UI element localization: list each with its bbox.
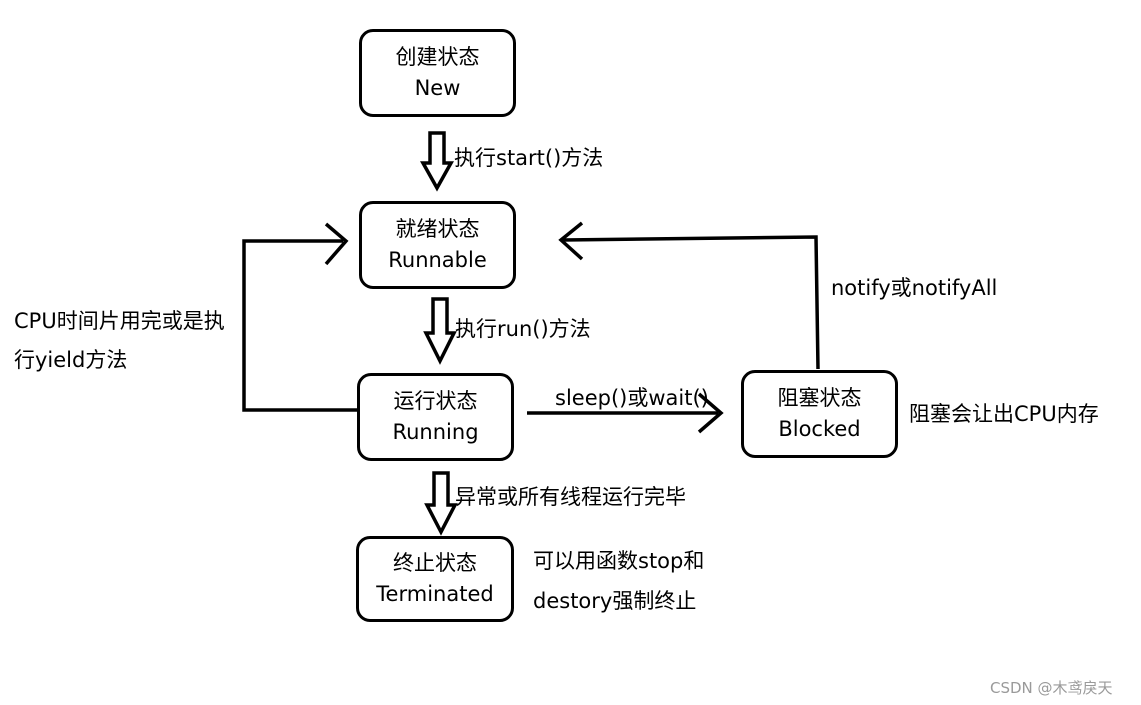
arrow-new-to-runnable	[420, 131, 454, 192]
label-blocked-note: 阻塞会让出CPU内存	[909, 402, 1099, 426]
state-terminated-en: Terminated	[376, 582, 494, 606]
state-runnable-en: Runnable	[388, 248, 487, 272]
state-running-cn: 运行状态	[393, 389, 478, 413]
arrow-runnable-to-running	[423, 297, 457, 365]
label-stop-2: destory强制终止	[533, 589, 697, 613]
state-running: 运行状态 Running	[357, 373, 514, 461]
arrowhead-blocked	[697, 392, 724, 434]
state-runnable-cn: 就绪状态	[395, 217, 480, 241]
arrow-running-to-terminated	[424, 471, 458, 536]
label-cpu-yield-2: 行yield方法	[14, 348, 128, 372]
state-blocked: 阻塞状态 Blocked	[741, 370, 898, 458]
state-blocked-en: Blocked	[778, 417, 861, 441]
state-terminated: 终止状态 Terminated	[356, 536, 514, 622]
watermark: CSDN @木鸢戾天	[990, 679, 1113, 697]
state-blocked-cn: 阻塞状态	[777, 386, 862, 410]
state-new-en: New	[414, 76, 461, 100]
label-run: 执行run()方法	[455, 317, 591, 341]
label-sleep-wait: sleep()或wait()	[555, 386, 709, 410]
state-runnable: 就绪状态 Runnable	[359, 201, 516, 289]
state-running-en: Running	[392, 420, 479, 444]
arrow-running-to-runnable-loop	[242, 239, 358, 412]
state-terminated-cn: 终止状态	[393, 551, 477, 575]
arrowhead-loop	[324, 222, 349, 266]
arrow-blocked-to-runnable	[562, 235, 820, 370]
state-new-cn: 创建状态	[395, 45, 480, 69]
label-start: 执行start()方法	[454, 146, 604, 170]
label-finish: 异常或所有线程运行完毕	[455, 485, 686, 509]
state-new: 创建状态 New	[359, 29, 516, 117]
arrowhead-runnable	[558, 221, 584, 261]
label-notify: notify或notifyAll	[831, 276, 998, 300]
label-cpu-yield-1: CPU时间片用完或是执	[14, 309, 225, 333]
label-stop-1: 可以用函数stop和	[533, 549, 705, 573]
